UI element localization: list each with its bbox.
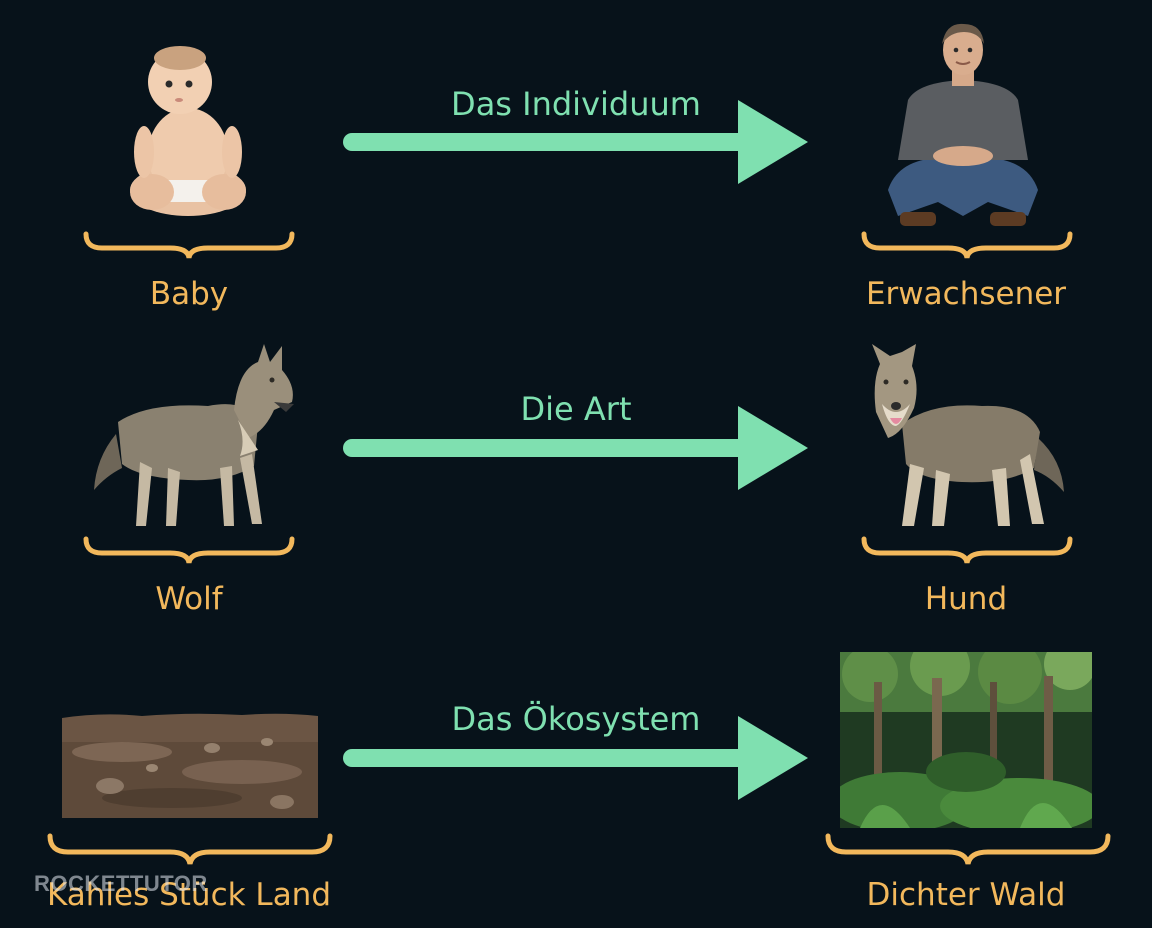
dog-icon bbox=[872, 344, 1064, 526]
transition-arrow bbox=[343, 406, 808, 490]
state-label-left: Baby bbox=[149, 276, 229, 312]
watermark: ROCKETTUTOR bbox=[34, 871, 208, 896]
state-label-right: Erwachsener bbox=[865, 276, 1067, 312]
state-label-left: Kahles Stück Land bbox=[46, 877, 332, 913]
transition-label: Das Ökosystem bbox=[451, 700, 701, 738]
wolf-icon bbox=[94, 344, 294, 526]
transition-label: Das Individuum bbox=[451, 85, 701, 123]
brace bbox=[47, 833, 333, 865]
transition-arrow bbox=[343, 100, 808, 184]
adult-man-icon bbox=[888, 23, 1038, 226]
transition-arrow bbox=[343, 716, 808, 800]
brace bbox=[861, 536, 1073, 564]
brace bbox=[825, 833, 1111, 865]
baby-icon bbox=[130, 46, 246, 216]
brace bbox=[83, 231, 295, 259]
brace bbox=[861, 231, 1073, 259]
forest-icon bbox=[840, 652, 1092, 828]
transition-label: Die Art bbox=[520, 390, 632, 428]
state-label-right: Hund bbox=[924, 581, 1008, 617]
state-label-left: Wolf bbox=[155, 581, 223, 617]
brace bbox=[83, 536, 295, 564]
state-label-right: Dichter Wald bbox=[866, 877, 1066, 913]
barren-land-icon bbox=[62, 713, 318, 818]
